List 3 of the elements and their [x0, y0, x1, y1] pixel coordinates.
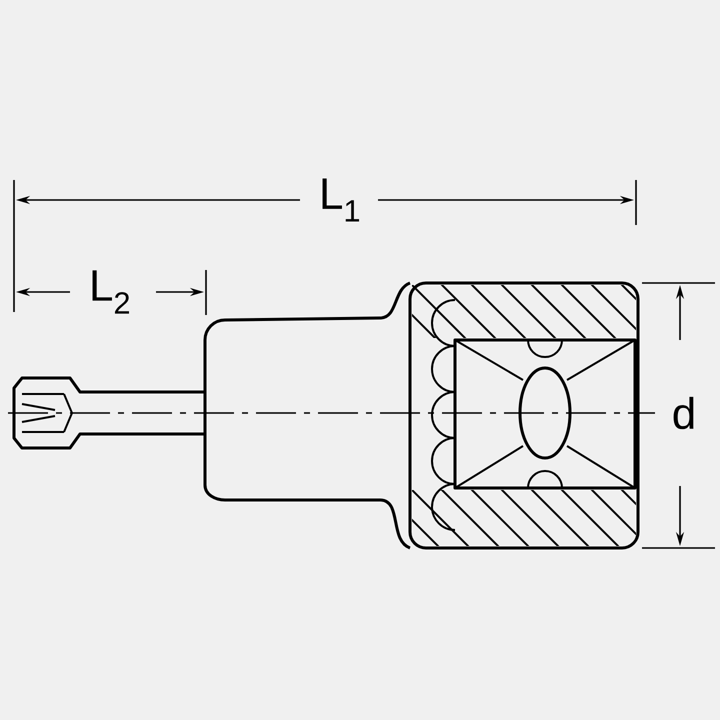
dimension-label: L$_{1}$: [322, 178, 360, 222]
dimension-label: d: [674, 396, 694, 430]
dimension-label: L$_{2}$: [92, 270, 129, 314]
